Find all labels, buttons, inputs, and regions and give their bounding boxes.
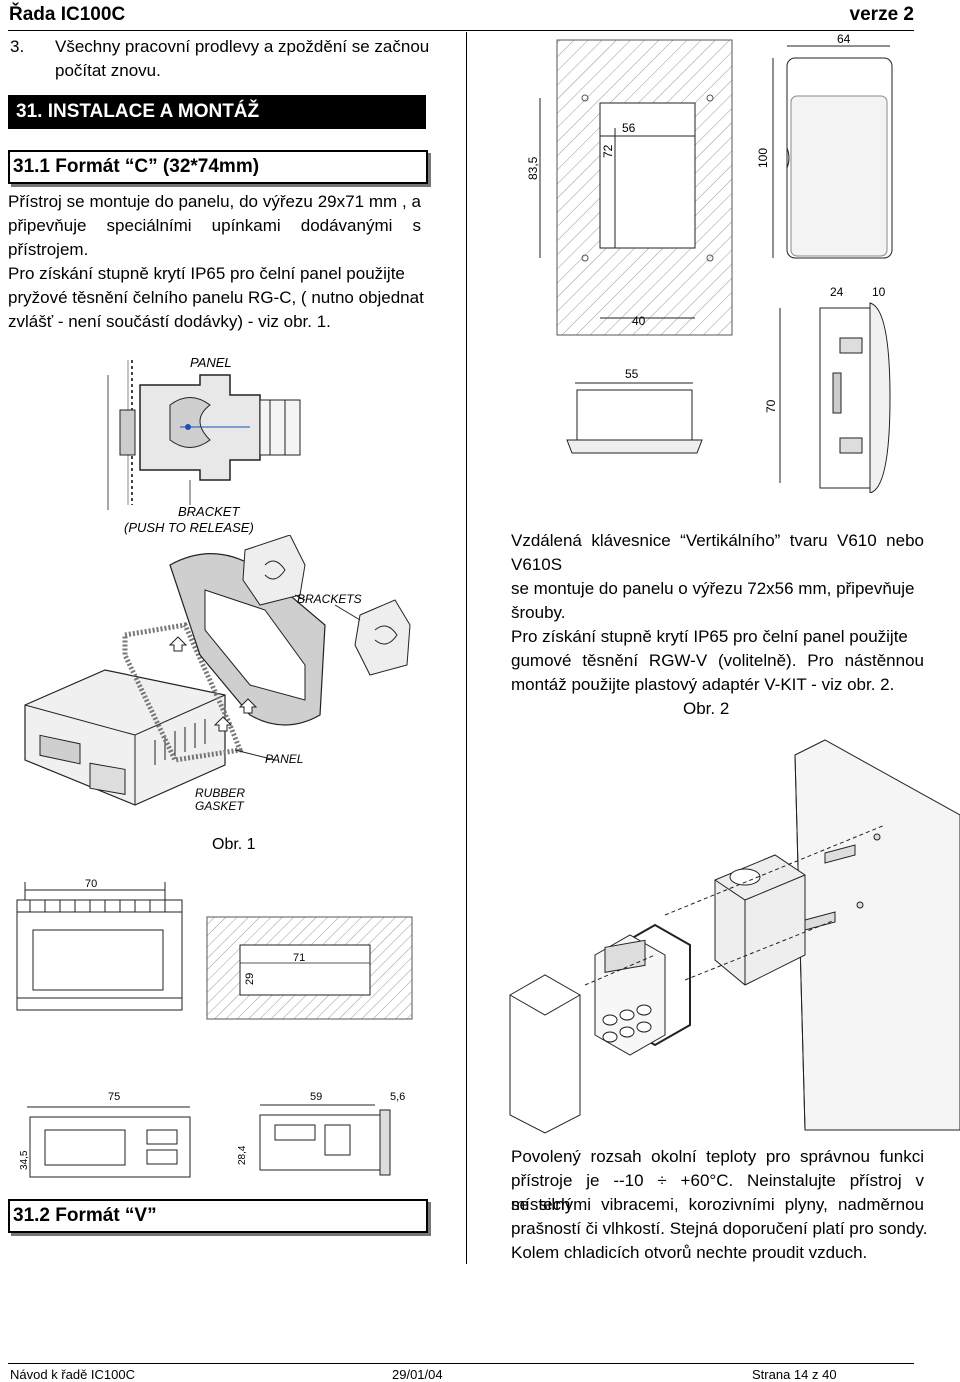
panel-label-2: PANEL	[265, 752, 303, 766]
footer-document-name: Návod k řadě IC100C	[10, 1367, 136, 1382]
dim-29: 29	[244, 973, 256, 985]
section-311-line-2: připevňuje speciálními upínkami dodávaný…	[8, 216, 421, 235]
section-31-title: 31. INSTALACE A MONTÁŽ	[16, 101, 260, 122]
temperature-line-3: se silnými vibracemi, korozivními plyny,…	[511, 1195, 924, 1214]
footer-page-number: Strana 14 z 40	[752, 1367, 837, 1382]
remote-line-5: Pro získání stupně krytí IP65 pro čelní …	[511, 627, 908, 646]
column-divider	[466, 32, 467, 1264]
remote-line-2: V610S	[511, 555, 563, 574]
temperature-line-4: prašností či vlhkostí. Stejná doporučení…	[511, 1219, 928, 1238]
panel-label: PANEL	[190, 355, 232, 370]
dim-72: 72	[601, 144, 615, 158]
remote-line-1: Vzdálená klávesnice “Vertikálního” tvaru…	[511, 531, 924, 550]
section-311-line-3: přístrojem.	[8, 240, 89, 259]
section-311-line-6: zvlášť - není součástí dodávky) - viz ob…	[8, 312, 331, 331]
panel-cutout-drawing: 71 29	[206, 916, 413, 1020]
document-version: verze 2	[849, 4, 914, 25]
exploded-assembly-diagram: BRACKETS PANEL RUBBER GASKET	[24, 535, 411, 813]
remote-line-7: montáž použijte plastový adaptér V-KIT -…	[511, 675, 895, 694]
section-312-heading: 31.2 Formát “V”	[8, 1199, 428, 1233]
section-31-heading: 31. INSTALACE A MONTÁŽ	[8, 95, 426, 129]
dim-70-v: 70	[764, 399, 778, 413]
dim-75: 75	[108, 1091, 120, 1103]
dim-55: 55	[625, 367, 639, 381]
wall-mount-exploded-diagram	[509, 739, 960, 1134]
bracket-release-label: (PUSH TO RELEASE)	[124, 520, 254, 535]
section-311-line-5: pryžové těsnění čelního panelu RG-C, ( n…	[8, 288, 424, 307]
bracket-side-diagram: PANEL	[107, 355, 301, 510]
intro-line-2: počítat znovu.	[55, 61, 161, 80]
gasket-label-2: GASKET	[195, 799, 245, 813]
bracket-label: BRACKET	[178, 504, 240, 519]
temperature-line-5: Kolem chladicích otvorů nechte proudit v…	[511, 1243, 868, 1262]
figure-2-caption: Obr. 2	[683, 699, 730, 718]
dim-70: 70	[85, 878, 97, 890]
list-number: 3.	[10, 37, 25, 56]
footer-rule	[8, 1363, 914, 1364]
dim-28-4: 28,4	[237, 1145, 248, 1165]
side-dimension-drawing: 59 5,6 28,4	[237, 1091, 405, 1176]
temperature-line-2: přístroje je --10 ÷ +60°C. Neinstalujte …	[511, 1171, 924, 1214]
document-title: Řada IC100C	[9, 4, 126, 25]
footer-date: 29/01/04	[392, 1367, 443, 1382]
remote-line-4: šrouby.	[511, 603, 566, 622]
remote-line-6: gumové těsnění RGW-V (volitelně). Pro ná…	[511, 651, 924, 670]
dim-10: 10	[872, 285, 886, 299]
dim-24: 24	[830, 285, 844, 299]
dim-56: 56	[622, 121, 636, 135]
dim-40: 40	[632, 314, 646, 328]
intro-line-1: Všechny pracovní prodlevy a zpoždění se …	[55, 37, 430, 56]
front-dimension-drawing: 75 34,5	[19, 1091, 191, 1178]
v-format-dimension-drawing: 83,5 72 56 40 64 100 24 10 70 55	[526, 32, 893, 493]
dim-64: 64	[837, 32, 851, 46]
brackets-label: BRACKETS	[297, 592, 362, 606]
section-311-heading: 31.1 Formát “C” (32*74mm)	[8, 150, 428, 184]
header-rule	[8, 30, 914, 31]
temperature-line-1: Povolený rozsah okolní teploty pro správ…	[511, 1147, 924, 1166]
dim-5-6: 5,6	[390, 1091, 405, 1103]
front-view-70-drawing: 70	[16, 878, 183, 1011]
dim-59: 59	[310, 1091, 322, 1103]
remote-line-3: se montuje do panelu o výřezu 72x56 mm, …	[511, 579, 915, 598]
dim-34-5: 34,5	[19, 1150, 30, 1170]
dim-71: 71	[293, 952, 305, 964]
section-311-line-1: Přístroj se montuje do panelu, do výřezu…	[8, 192, 421, 211]
gasket-label: RUBBER	[195, 786, 245, 800]
dim-83-5: 83,5	[526, 156, 540, 180]
section-311-line-4: Pro získání stupně krytí IP65 pro čelní …	[8, 264, 405, 283]
dim-100: 100	[756, 148, 770, 168]
figure-1-caption: Obr. 1	[212, 836, 256, 853]
